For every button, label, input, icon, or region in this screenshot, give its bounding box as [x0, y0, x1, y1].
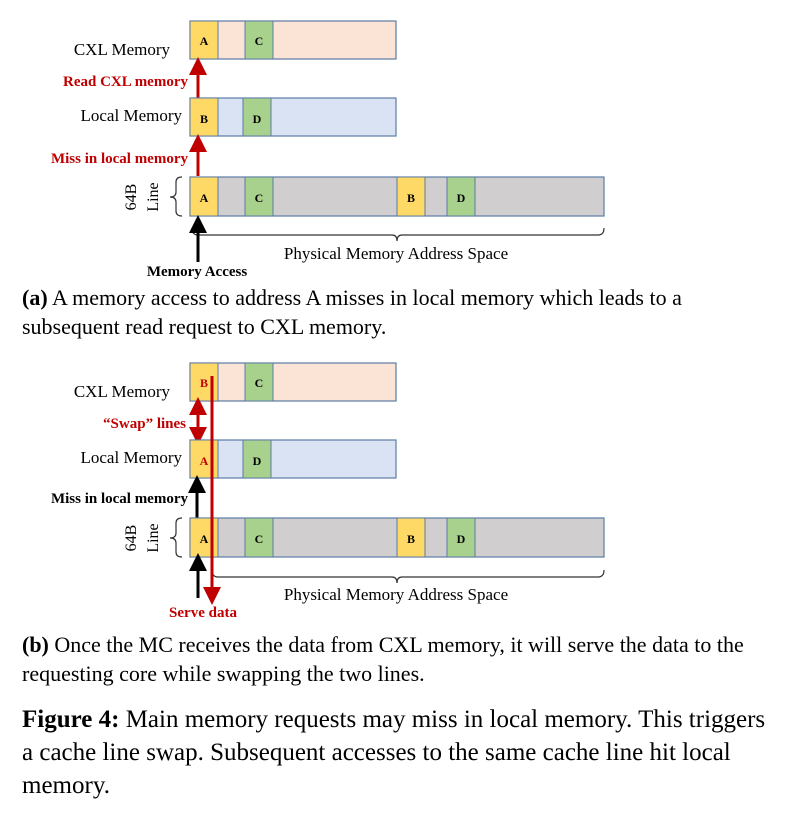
- cxl-cell-label: C: [255, 34, 264, 48]
- address-cell-label: C: [255, 191, 264, 205]
- address-cell-label: A: [200, 191, 209, 205]
- local-cell-label: D: [253, 112, 262, 126]
- cxl-line-c: [244, 20, 274, 60]
- address-cell-label: B: [407, 191, 415, 205]
- address-line-d: [446, 517, 476, 558]
- address-line-c: [244, 517, 274, 558]
- local-cell-label: B: [200, 112, 208, 126]
- serve-data-label: Serve data: [169, 605, 237, 621]
- caption-a-tag: (a): [22, 285, 48, 310]
- address-cell-label: C: [255, 532, 264, 546]
- cxl-line-c: [244, 362, 274, 402]
- miss-local-memory-label: Miss in local memory: [51, 151, 189, 167]
- address-cell-label: B: [407, 532, 415, 546]
- line-size-label: Line: [145, 182, 162, 211]
- cxl-cell-label: B: [200, 376, 208, 390]
- cxl-memory-label: CXL Memory: [74, 382, 171, 401]
- address-line-b: [396, 517, 426, 558]
- cxl-memory-region: [189, 362, 397, 402]
- address-cell-label: D: [457, 532, 466, 546]
- local-line-d: [242, 97, 272, 137]
- local-memory-region: [189, 439, 397, 479]
- caption-b-tag: (b): [22, 632, 49, 657]
- local-cell-label: A: [200, 454, 209, 468]
- local-memory-region: [189, 97, 397, 137]
- figure-caption: Figure 4: Main memory requests may miss …: [22, 703, 767, 802]
- figure-text: Main memory requests may miss in local m…: [22, 706, 766, 799]
- address-space-brace: [211, 569, 605, 584]
- caption-a-text: A memory access to address A misses in l…: [22, 285, 682, 339]
- caption-b: (b) Once the MC receives the data from C…: [22, 630, 762, 688]
- local-line-d: [242, 439, 272, 479]
- local-memory-label: Local Memory: [81, 106, 183, 125]
- line-size-label: 64B: [123, 525, 140, 552]
- address-line-b: [396, 176, 426, 217]
- address-line-a: [189, 176, 219, 217]
- address-line-d: [446, 176, 476, 217]
- line-size-label: Line: [145, 523, 162, 552]
- read-cxl-memory-label: Read CXL memory: [63, 74, 188, 90]
- local-cell-label: D: [253, 454, 262, 468]
- panel-a: CXL Memory A C Read CXL memory Local Mem…: [51, 20, 605, 280]
- memory-access-label: Memory Access: [147, 264, 248, 280]
- address-cell-label: A: [200, 532, 209, 546]
- address-line-c: [244, 176, 274, 217]
- panel-b: CXL Memory B C “Swap” lines Local Memory…: [51, 362, 605, 621]
- line-brace: [169, 176, 183, 217]
- caption-a: (a) A memory access to address A misses …: [22, 283, 762, 341]
- address-space-label: Physical Memory Address Space: [284, 244, 508, 263]
- miss-local-memory-label: Miss in local memory: [51, 491, 189, 507]
- line-brace: [169, 517, 183, 558]
- cxl-cell-label: A: [200, 34, 209, 48]
- local-memory-label: Local Memory: [81, 448, 183, 467]
- address-cell-label: D: [457, 191, 466, 205]
- cxl-memory-label: CXL Memory: [74, 40, 171, 59]
- caption-b-text: Once the MC receives the data from CXL m…: [22, 632, 744, 686]
- figure-tag: Figure 4:: [22, 706, 120, 733]
- address-space-label: Physical Memory Address Space: [284, 585, 508, 604]
- address-space-brace: [191, 227, 605, 242]
- swap-lines-label: “Swap” lines: [103, 416, 186, 432]
- cxl-cell-label: C: [255, 376, 264, 390]
- cxl-line-a: [189, 20, 219, 60]
- cxl-memory-region: [189, 20, 397, 60]
- line-size-label: 64B: [123, 184, 140, 211]
